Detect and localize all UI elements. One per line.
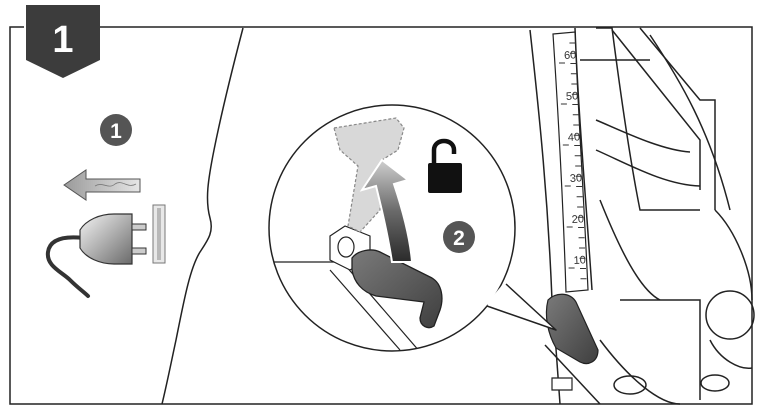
arrow-left-icon (64, 170, 140, 200)
sub-step-1-badge: 1 (100, 114, 132, 146)
scale-label: 20 (571, 213, 584, 226)
plug-icon (48, 214, 146, 296)
sub-step-2-badge: 2 (443, 221, 475, 253)
scale-label: 50 (566, 90, 579, 103)
scale-label: 30 (569, 172, 582, 185)
scale-label: 60 (564, 49, 577, 62)
divider-line (162, 28, 243, 404)
machine-lever (546, 294, 598, 390)
step-number: 1 (52, 19, 73, 61)
scale-label: 40 (568, 131, 581, 144)
scale-label: 10 (573, 254, 586, 267)
magnifier-callout (269, 105, 556, 351)
sub-step-2-number: 2 (453, 227, 465, 250)
socket-icon (153, 205, 165, 263)
sub-step-1-number: 1 (110, 120, 122, 143)
step-badge: 1 (26, 5, 100, 78)
